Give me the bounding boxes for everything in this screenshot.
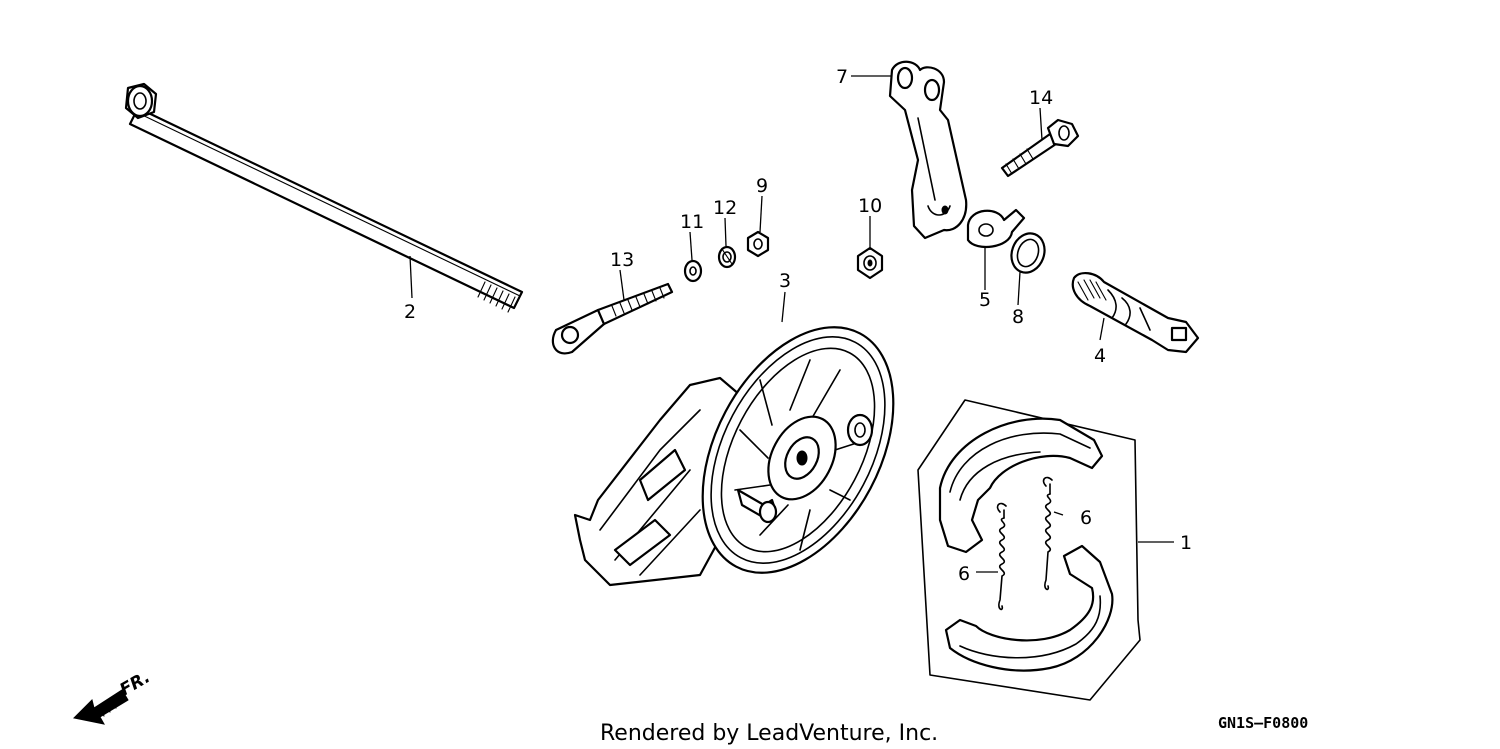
part-adjuster-bolt[interactable] (551, 282, 674, 355)
part-indicator-plate[interactable] (966, 208, 1026, 248)
callout-3: 3 (779, 270, 791, 292)
diagram-code: GN1S–F0800 (1218, 714, 1308, 732)
callout-11: 11 (680, 211, 704, 233)
callout-12: 12 (713, 197, 737, 219)
callout-4: 4 (1094, 345, 1106, 367)
part-brake-cam[interactable] (1071, 272, 1200, 354)
callout-6a: 6 (1080, 507, 1092, 529)
part-axle[interactable] (124, 82, 524, 313)
part-brake-shoe-set[interactable] (917, 399, 1141, 701)
callout-1: 1 (1180, 532, 1192, 554)
part-washer-11[interactable] (683, 259, 703, 283)
callout-14: 14 (1029, 87, 1053, 109)
leader-lines (409, 75, 1174, 573)
part-nut-9[interactable] (746, 230, 770, 258)
callout-13: 13 (610, 249, 634, 271)
part-brake-panel[interactable] (573, 295, 932, 605)
part-brake-arm[interactable] (888, 60, 968, 240)
callout-6b: 6 (958, 563, 970, 585)
callout-9: 9 (756, 175, 768, 197)
callout-10: 10 (858, 195, 882, 217)
callout-7: 7 (836, 66, 848, 88)
rendered-by-credit: Rendered by LeadVenture, Inc. (600, 721, 938, 746)
callout-5: 5 (979, 289, 991, 311)
front-direction-arrow-icon: FR. (72, 667, 154, 725)
callout-8: 8 (1012, 306, 1024, 328)
part-bolt-14[interactable] (1000, 118, 1080, 178)
callout-2: 2 (404, 301, 416, 323)
part-spring-washer-12[interactable] (717, 245, 737, 269)
part-nut-10[interactable] (856, 246, 884, 280)
part-felt-seal[interactable] (1006, 229, 1050, 278)
